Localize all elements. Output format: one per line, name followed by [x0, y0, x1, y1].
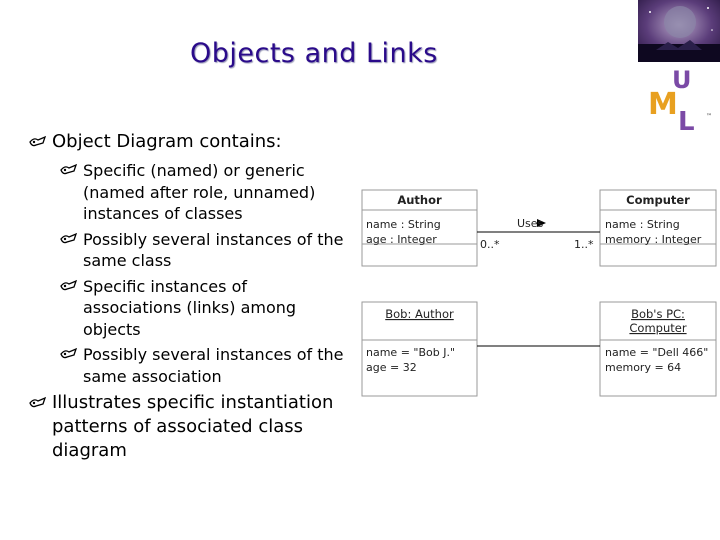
class-computer-attr: memory : Integer	[605, 233, 702, 246]
bullet-text: Illustrates specific instantiation patte…	[52, 392, 334, 461]
multiplicity-right: 1..*	[574, 238, 594, 251]
object-bob-box	[361, 301, 478, 397]
pen-bullet-icon	[60, 279, 78, 290]
sub-bullet-item: Specific (named) or generic (named after…	[59, 160, 348, 225]
direction-arrow-icon	[537, 219, 546, 227]
sub-bullet-item: Specific instances of associations (link…	[59, 276, 348, 341]
sub-bullet-item: Possibly several instances of the same c…	[59, 229, 348, 272]
uml-logo-u: U	[672, 68, 692, 94]
class-computer-box	[599, 189, 717, 267]
uml-diagram: Author name : String age : Integer Compu…	[361, 189, 717, 397]
sub-bullet-text: Specific (named) or generic (named after…	[83, 161, 316, 223]
object-bob-attr: name = "Bob J."	[366, 346, 455, 359]
object-bob-name: Bob: Author	[385, 307, 454, 321]
class-author-name: Author	[397, 193, 442, 207]
decorative-space-image	[638, 0, 720, 62]
pen-bullet-icon	[29, 396, 47, 408]
pen-bullet-icon	[60, 232, 78, 243]
sub-bullet-text: Specific instances of associations (link…	[83, 276, 297, 339]
uml-diagram-panel: Author name : String age : Integer Compu…	[360, 182, 720, 398]
slide-title: Objects and Links	[190, 38, 438, 69]
object-pc-name: Computer	[629, 321, 686, 335]
sub-bullet-item: Possibly several instances of the same a…	[59, 344, 348, 387]
class-author-attr: age : Integer	[366, 233, 437, 246]
bullet-text: Object Diagram contains:	[52, 131, 282, 152]
uml-logo-l: L	[678, 107, 695, 137]
multiplicity-left: 0..*	[480, 238, 500, 251]
object-pc-attr: name = "Dell 466"	[605, 346, 708, 359]
object-pc-box	[599, 301, 717, 397]
uml-trademark: ™	[706, 113, 712, 120]
bullet-list: Object Diagram contains: Specific (named…	[28, 130, 348, 469]
object-pc-attr: memory = 64	[605, 361, 681, 374]
uml-logo-m: M	[648, 87, 678, 122]
uml-logo: U M L ™	[644, 66, 720, 138]
association-label: Uses	[517, 217, 544, 230]
sub-bullet-text: Possibly several instances of the same c…	[83, 229, 344, 271]
class-author-box	[361, 189, 478, 267]
pen-bullet-icon	[60, 347, 78, 359]
object-pc-name: Bob's PC:	[631, 307, 685, 321]
pen-bullet-icon	[60, 163, 78, 175]
bullet-item: Object Diagram contains:	[28, 130, 348, 154]
bullet-item: Illustrates specific instantiation patte…	[28, 391, 348, 463]
class-author-attr: name : String	[366, 218, 441, 231]
object-bob-attr: age = 32	[366, 361, 417, 374]
sub-bullet-text: Possibly several instances of the same a…	[83, 345, 344, 386]
class-computer-attr: name : String	[605, 218, 680, 231]
class-computer-name: Computer	[626, 193, 690, 207]
pen-bullet-icon	[29, 135, 47, 147]
